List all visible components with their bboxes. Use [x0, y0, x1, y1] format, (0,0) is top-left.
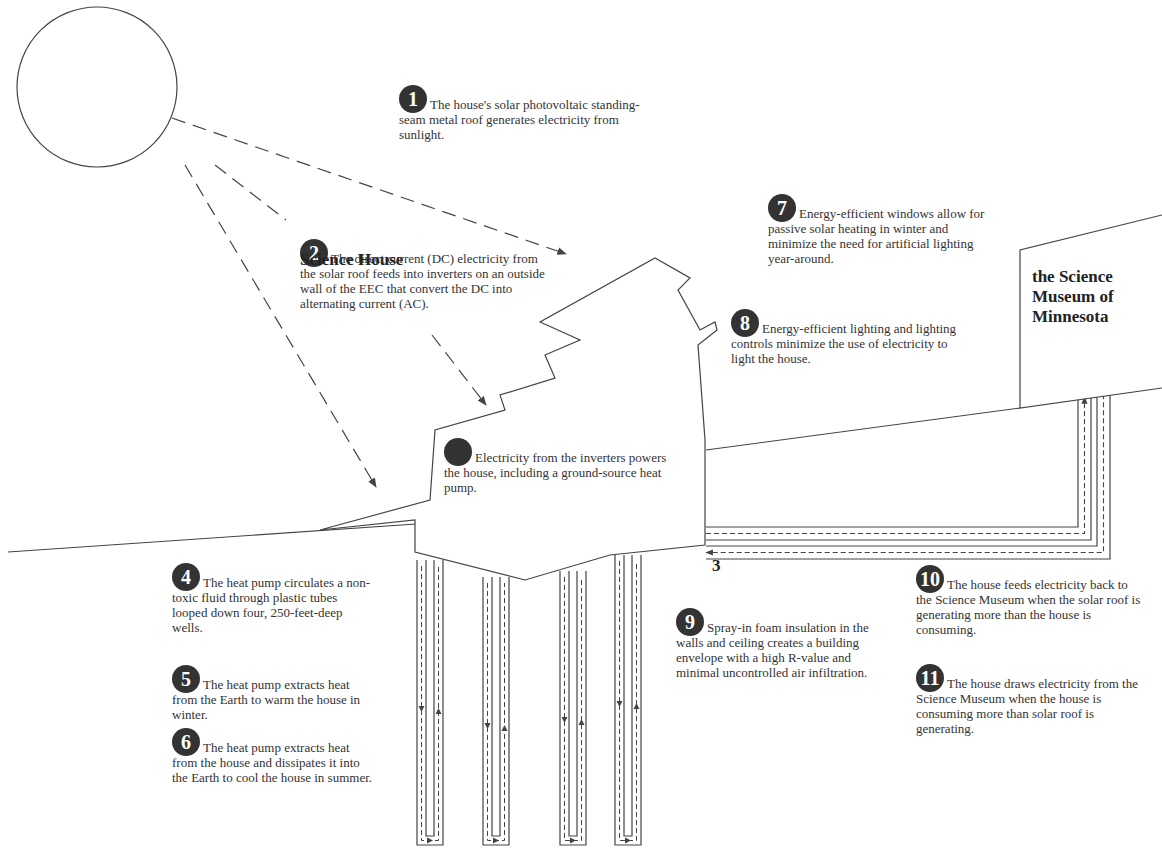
ground-line [706, 408, 1020, 450]
callout-digit: 1 [408, 88, 418, 110]
tube-divider [426, 560, 434, 836]
flow-arrow [427, 838, 433, 844]
callout-text: The heat pump extracts heat from the hou… [172, 740, 372, 785]
flow-arrow [419, 706, 425, 712]
flow-arrow [625, 838, 631, 844]
flow-arrow [579, 719, 585, 725]
well [483, 577, 509, 845]
callout-number: 5 [172, 665, 200, 693]
power-line [706, 394, 1104, 552]
callout-text: The house feeds electricity back to the … [916, 577, 1144, 637]
well [615, 555, 641, 845]
flow-arrow [493, 838, 499, 844]
callout-number: 3 [444, 438, 472, 466]
well-bore [560, 571, 586, 845]
callout-digit: 5 [181, 668, 191, 690]
callout-number: 9 [676, 608, 704, 636]
callout-text: The heat pump extracts heat from the Ear… [172, 677, 372, 722]
museum-outline: the Science Museum of Minnesota [1020, 215, 1162, 408]
callout-digit: 4 [181, 566, 191, 588]
fluid-flow [565, 577, 582, 841]
fluid-flow [620, 561, 637, 841]
tube-divider [624, 555, 632, 836]
museum-fill [1020, 215, 1162, 408]
ground-wells [417, 555, 641, 845]
pipe-wall [706, 400, 1078, 527]
flow-arrow [634, 703, 640, 709]
well [417, 560, 443, 845]
callout-number: 11 [916, 664, 944, 692]
callout-digit: 7 [777, 197, 787, 219]
callout-text: The house draws electricity from the Sci… [916, 676, 1144, 736]
callout-digit: 6 [181, 731, 191, 753]
power-line [706, 397, 1085, 534]
ground-line [8, 524, 416, 552]
callout-text: Energy-efficient windows allow for passi… [768, 206, 993, 266]
flow-arrow [617, 701, 623, 707]
callout-digit: 8 [740, 312, 750, 334]
callout-digit: 9 [685, 611, 695, 633]
callout-digit: 11 [921, 667, 940, 689]
well-bore [615, 555, 641, 845]
callout-number: 6 [172, 728, 200, 756]
place-name: the Science Museum of Minnesota [1032, 267, 1154, 327]
sunlight-ray [172, 118, 566, 254]
callout-number: 8 [731, 309, 759, 337]
sun [17, 7, 177, 167]
sunlight-ray [432, 335, 486, 405]
well-bore [483, 577, 509, 845]
well [560, 571, 586, 845]
callout-text: The house's solar photovoltaic standing-… [399, 97, 649, 142]
flow-arrow [485, 723, 491, 729]
callout-number: 1 [399, 85, 427, 113]
flow-arrow [502, 725, 508, 731]
flow-arrow [562, 717, 568, 723]
pipe-wall [706, 397, 1097, 546]
pipe-wall [706, 398, 1091, 540]
sunlight-ray [215, 165, 286, 220]
callout-number: 7 [768, 194, 796, 222]
callout-number: 10 [916, 565, 944, 593]
fluid-flow [422, 566, 439, 841]
museum-shape [1020, 215, 1162, 408]
tube-divider [569, 571, 577, 836]
callout-text: The heat pump circulates a non-toxic flu… [172, 575, 372, 635]
pipe-wall [706, 395, 1110, 559]
fluid-flow [488, 583, 505, 841]
sunlight-ray [185, 165, 376, 487]
callout-text: Energy-efficient lighting and lighting c… [731, 321, 966, 366]
tube-divider [492, 577, 500, 836]
well-bore [417, 560, 443, 845]
callout-text: The direct current (DC) electricity from… [300, 251, 548, 311]
callout-text: Spray-in foam insulation in the walls an… [676, 620, 888, 680]
callout-digit: 10 [920, 568, 940, 590]
flow-arrow [436, 708, 442, 714]
callout-digit: 3 [712, 556, 721, 576]
flow-arrow [570, 838, 576, 844]
callout-number: 4 [172, 563, 200, 591]
callout-text: Electricity from the inverters powers th… [444, 450, 684, 495]
